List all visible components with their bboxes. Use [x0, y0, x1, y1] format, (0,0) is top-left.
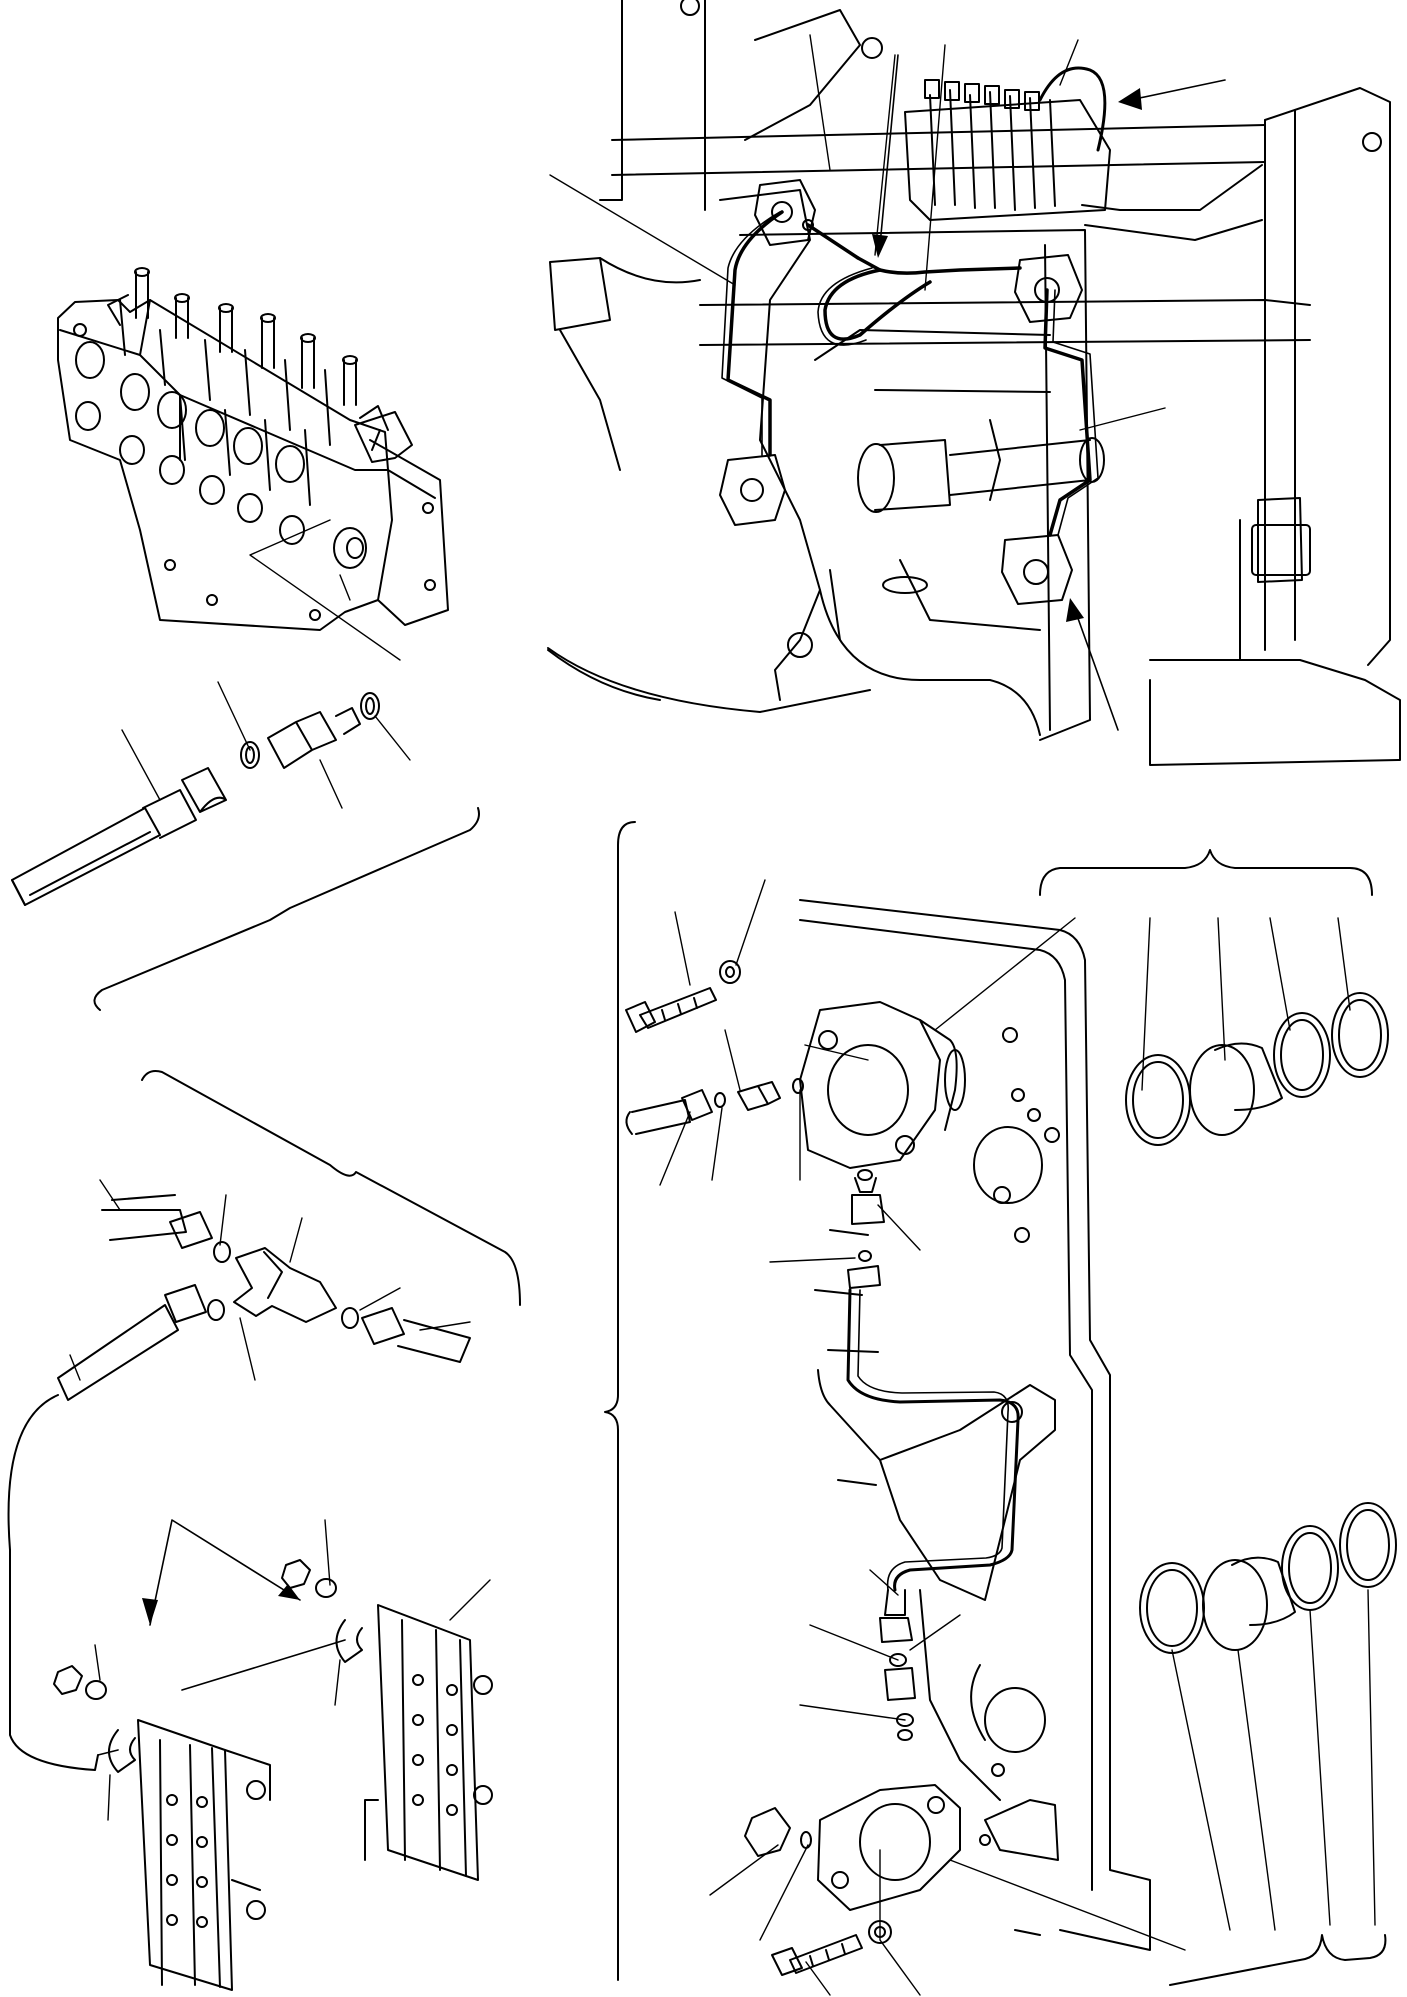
arm-left [549, 257, 611, 331]
grouping-brace [141, 1070, 521, 1306]
valve-solenoid [354, 411, 413, 463]
flange-cover-detail [604, 821, 1397, 1996]
frame-piping-overview [547, 0, 1401, 766]
hose-nut [181, 767, 227, 813]
bushing-set-upper [1125, 992, 1389, 1146]
flange-cover-lower [817, 1784, 961, 1911]
pipe-loop [823, 268, 932, 341]
pipe-run [97, 1639, 346, 1756]
ring-upper-2 [1273, 1012, 1331, 1098]
o-ring-e [207, 1299, 225, 1321]
clamp-left [108, 1729, 136, 1773]
union-upper [625, 1078, 804, 1135]
leader-arrows [149, 1519, 301, 1626]
bracket-right [377, 1604, 479, 1881]
ring-lower-3 [1339, 1502, 1397, 1588]
frame-rail-right [1264, 87, 1391, 666]
arrow-junction [879, 54, 899, 246]
ring-lower-1 [1139, 1562, 1205, 1654]
bracket-left [137, 1719, 233, 1991]
pivot-casting [719, 189, 821, 701]
bushing-upper [1214, 1042, 1283, 1111]
leader-lines [94, 1519, 491, 1821]
cylinder-rod [874, 439, 1091, 511]
union-adapter [267, 711, 337, 769]
leader-lines [69, 1179, 471, 1381]
plug-lower [744, 1807, 812, 1857]
flange-lower-left [719, 454, 786, 526]
bore-upper [973, 1126, 1043, 1204]
upper-bracket [744, 9, 861, 141]
grouping-brace [93, 807, 480, 1011]
flange-lower-right [1001, 534, 1073, 605]
o-ring-upper-b [792, 1078, 804, 1094]
flange-upper-right [1014, 254, 1083, 323]
hose-end [11, 807, 161, 906]
housing-plate [799, 899, 1151, 1951]
loop-hose [1038, 66, 1107, 152]
arrow-flange [1074, 609, 1119, 731]
washer-right [315, 1578, 337, 1598]
pipe-vertical [846, 1169, 1020, 1741]
union-leader-line [249, 519, 401, 661]
bolt-lower [771, 1920, 892, 1976]
o-ring-plug [800, 1831, 812, 1849]
bore-lower [984, 1687, 1046, 1753]
nut-a [169, 1211, 213, 1249]
control-valve-small [904, 99, 1111, 221]
nut-b [361, 1307, 405, 1345]
nut-upper [681, 1089, 713, 1121]
grouping-brace-left [604, 821, 636, 1981]
valve-lever-stems [107, 267, 389, 431]
ring-lower-2 [1281, 1525, 1339, 1611]
tee-fitting-detail [7, 1070, 521, 1551]
pipe-left [726, 210, 860, 457]
flange-upper-left [754, 179, 816, 246]
ring-upper-3 [1331, 992, 1389, 1078]
nut-left [53, 1665, 83, 1695]
hose-c [57, 1304, 179, 1401]
leader-lines [121, 681, 411, 809]
flange-cover-upper [799, 1001, 966, 1169]
mast-base [1149, 659, 1401, 766]
adapter-upper [737, 1081, 781, 1111]
lower-lip [547, 647, 871, 713]
hose-upper [631, 1099, 691, 1135]
o-ring-b [360, 692, 380, 720]
clamp-bracket-detail [9, 1519, 493, 1991]
arrow-loop-hose [1129, 79, 1226, 101]
control-valve-overview [57, 267, 449, 661]
o-ring-upper-a [714, 1092, 726, 1108]
washer-left [85, 1680, 107, 1700]
cross-member [611, 124, 1311, 346]
grouping-brace-top [1039, 849, 1373, 896]
valve-end-cover [369, 439, 449, 626]
valve-ports [73, 323, 436, 621]
washer-upper [719, 960, 741, 984]
grouping-brace-bottom [1169, 1934, 1387, 1986]
o-ring-a [240, 741, 260, 769]
bushing-set-lower [1139, 1502, 1397, 1654]
ring-upper-1 [1125, 1054, 1191, 1146]
clamp-right [335, 1619, 363, 1663]
o-ring-d [341, 1307, 359, 1329]
tee-body [233, 1247, 337, 1323]
bolt-head [246, 1780, 266, 1800]
valve-spool-sections [119, 299, 331, 506]
hose-b [397, 1319, 471, 1363]
leader-lines [549, 34, 1166, 431]
leader-lines [659, 879, 1376, 1996]
pipe-crossover [856, 256, 1022, 275]
o-ring-c [213, 1241, 231, 1263]
pipe-right [1043, 288, 1092, 537]
nut-right [281, 1559, 311, 1589]
bolt-upper [625, 960, 741, 1033]
frame-rail-left [599, 0, 706, 211]
bushing-lower [1231, 1556, 1296, 1626]
valve-union-detail [11, 681, 480, 1011]
nut-c [164, 1284, 207, 1323]
hose-a [101, 1209, 187, 1241]
